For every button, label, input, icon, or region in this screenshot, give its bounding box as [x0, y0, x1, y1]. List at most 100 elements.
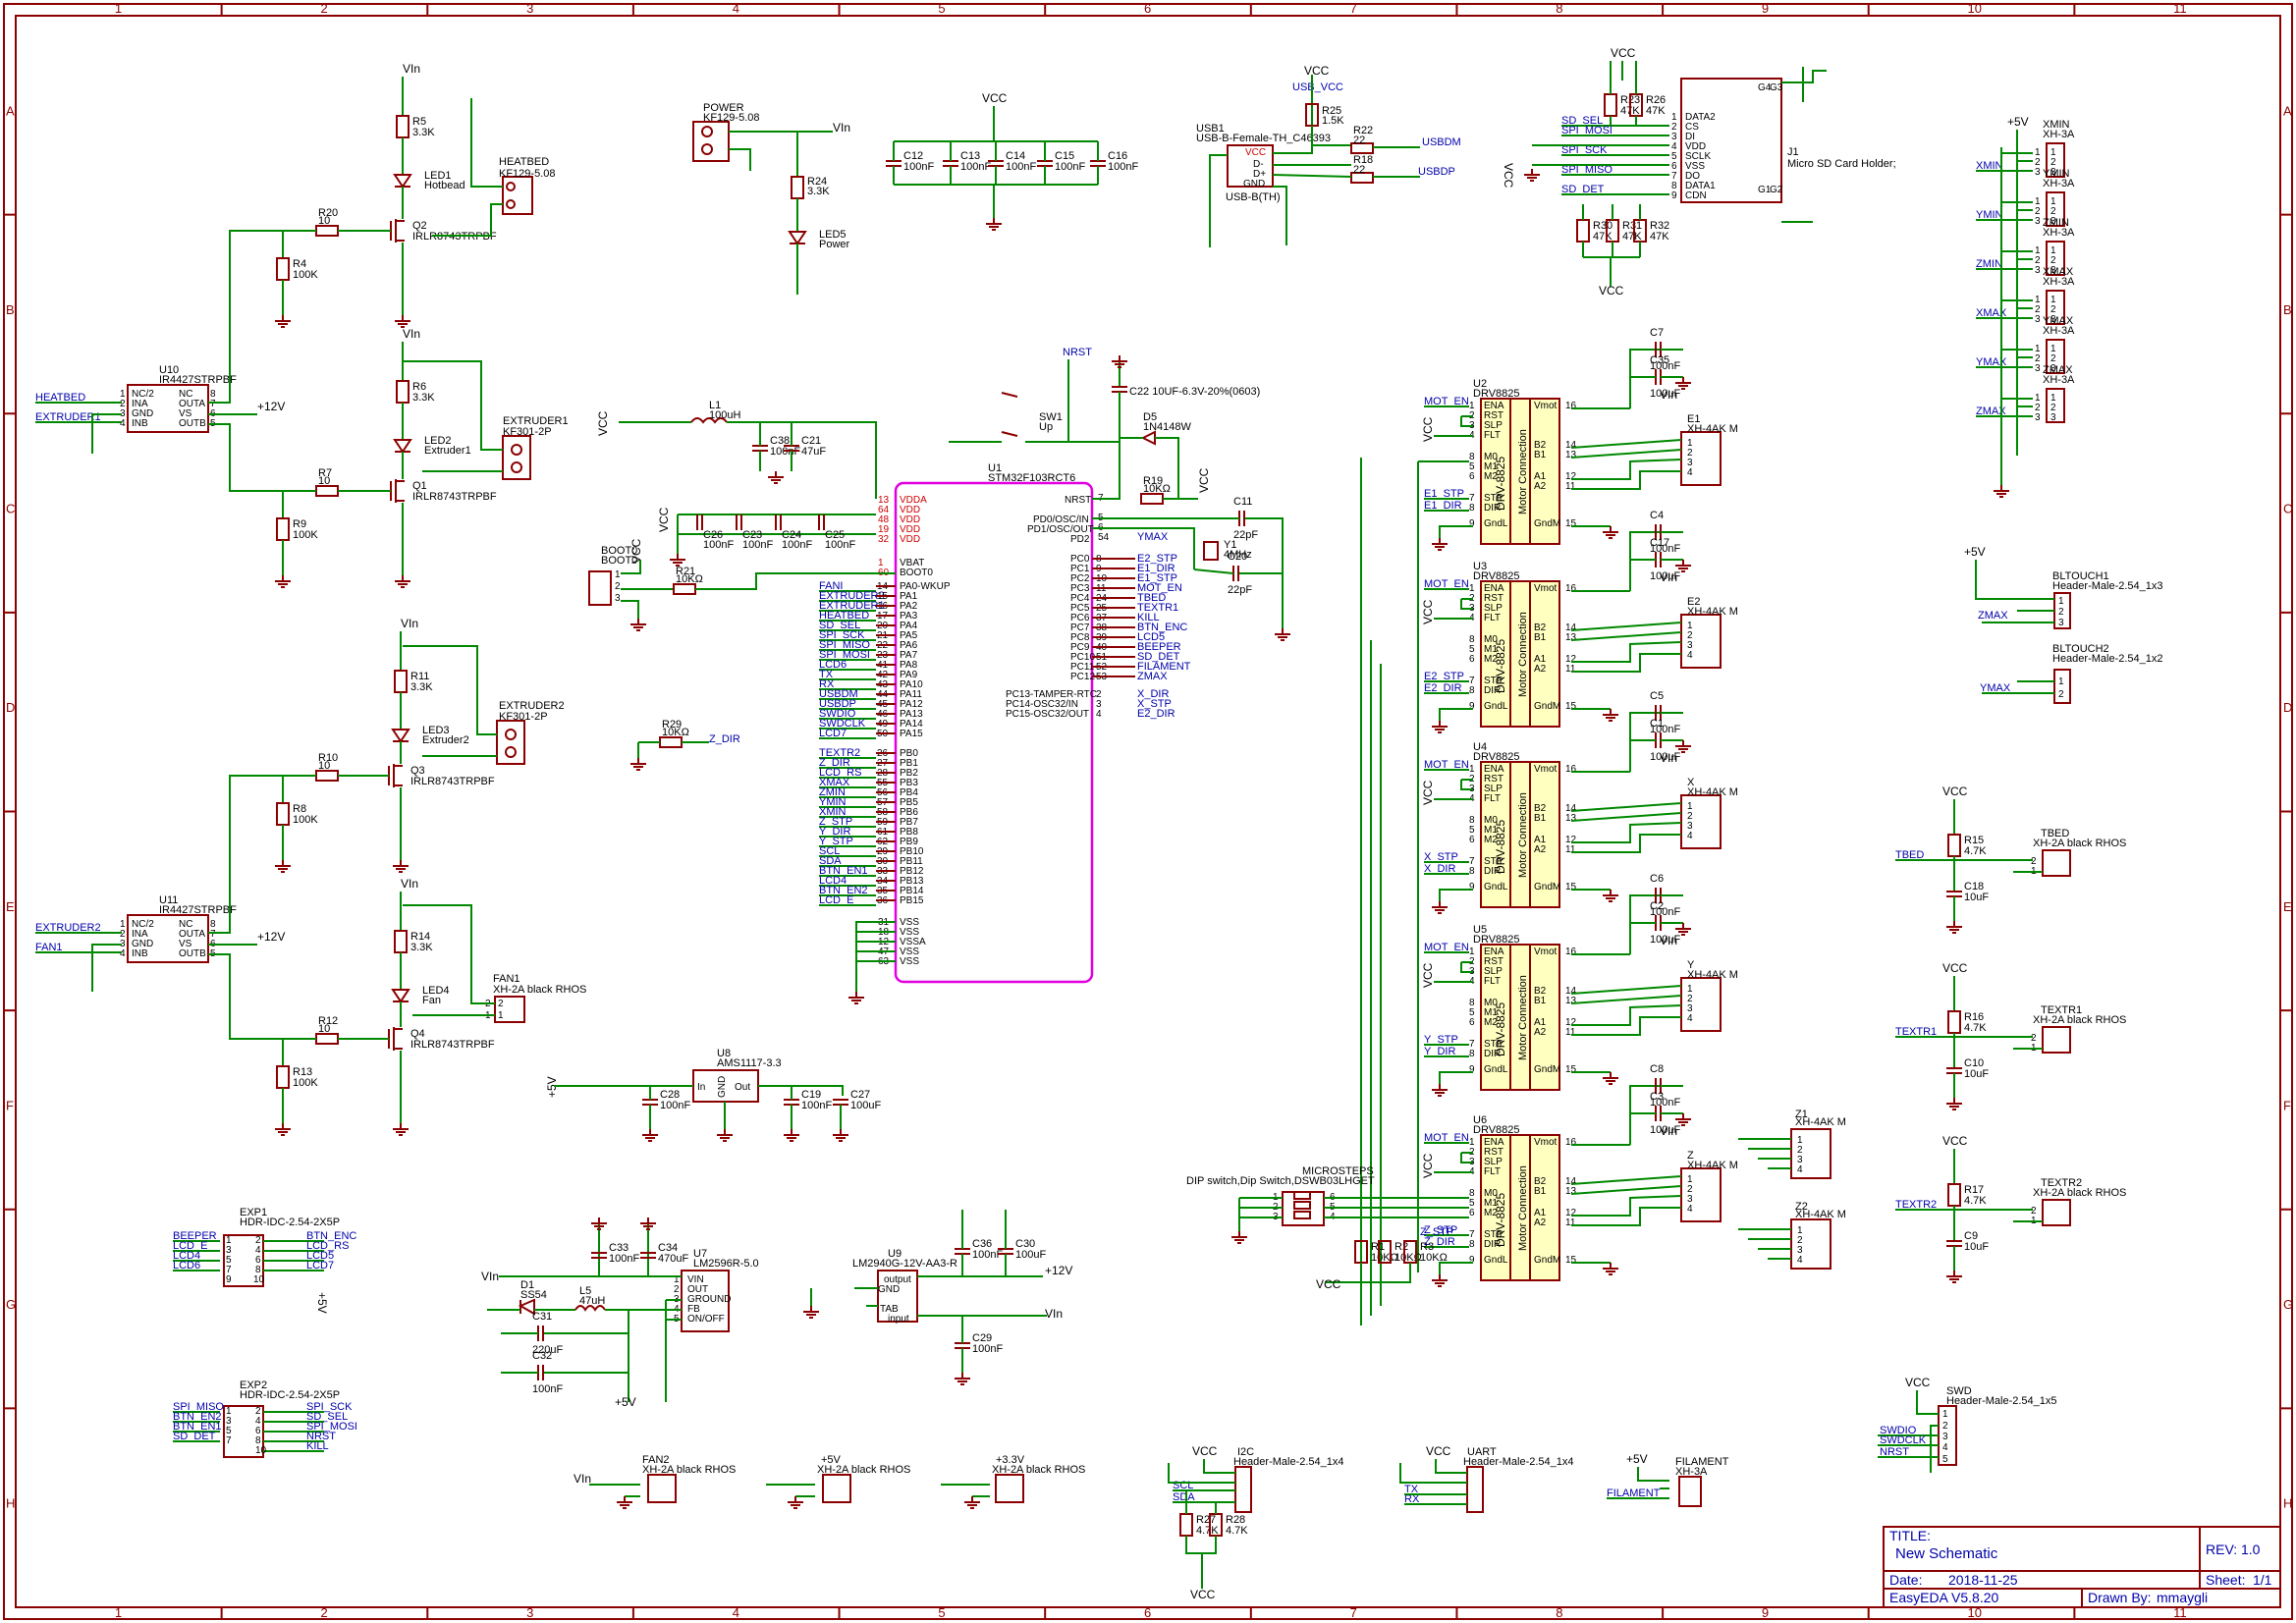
mcu-pin-name: PA0-WKUP — [900, 581, 951, 592]
extruder2-ref: EXTRUDER2 — [499, 700, 565, 712]
drawn-label: Drawn By: — [2088, 1590, 2152, 1605]
usb-vcc-net: USB_VCC — [1292, 81, 1343, 93]
led5-val: Power — [819, 239, 850, 250]
sheet-label: Sheet: — [2206, 1572, 2245, 1588]
u9-pin: TAB — [880, 1304, 899, 1315]
ic-pin-num: 4 — [120, 948, 126, 959]
date-label: Date: — [1889, 1572, 1922, 1588]
mcu-net: SD_DET — [1137, 651, 1180, 663]
sd-pin: G4 — [1758, 82, 1772, 93]
driver-pin: M2 — [1484, 471, 1498, 482]
endstop-pin: 2 — [2035, 157, 2041, 168]
mcu-pin-num: 2 — [1096, 689, 1102, 700]
sd-pin-num: 8 — [1671, 181, 1677, 191]
motor-pin: 4 — [1687, 831, 1693, 841]
led-value: Fan — [422, 995, 441, 1006]
wire — [1571, 1207, 1681, 1226]
driver-pin: FLT — [1484, 976, 1501, 987]
exp1-net-right: LCD5 — [306, 1250, 334, 1262]
driver-pin: STP — [1484, 1039, 1503, 1050]
sd-pin-num: 2 — [1671, 122, 1677, 133]
ground-symbol — [393, 860, 409, 873]
mcu-pwr-num: 1 — [878, 558, 884, 568]
inductor-l5 — [574, 1305, 606, 1312]
driver-pin: B2 — [1534, 803, 1547, 814]
grid-row-right: E — [2283, 899, 2292, 914]
driver-pin-num: 15 — [1565, 1064, 1577, 1075]
exp2-pin: 8 — [255, 1435, 261, 1446]
sd-pin: DO — [1685, 171, 1700, 182]
driver-pin-num: 8 — [1469, 1049, 1475, 1059]
driver-part: DRV8825 — [1473, 934, 1520, 946]
endstop-pin: 3 — [2035, 412, 2041, 423]
wire — [1571, 834, 1681, 853]
mcu-pin-num: 3 — [1096, 699, 1102, 710]
resistor-value: 4.7K — [1964, 1022, 1987, 1034]
driver-body-text: DRV-8825 — [1494, 1193, 1507, 1247]
driver-pin: B1 — [1534, 996, 1547, 1006]
ground-symbol — [670, 554, 685, 567]
driver-pin-num: 6 — [1469, 1208, 1475, 1218]
resistor-value: 47K — [1646, 105, 1666, 117]
driver-pin-num: 14 — [1565, 622, 1577, 633]
thermistor-part: XH-2A black RHOS — [2033, 838, 2126, 849]
mcu-net: Y_STP — [819, 836, 853, 847]
driver-pin: B1 — [1534, 450, 1547, 460]
i2c-header: I2CHeader-Male-2.54_1x4VCCSCLSDAR274.7KR… — [1168, 1444, 1344, 1601]
driver-pin-num: 8 — [1469, 998, 1475, 1008]
cap-ref: C25 — [825, 529, 845, 541]
driver-pin: ENA — [1484, 764, 1504, 775]
driver-body — [1480, 1134, 1560, 1281]
driver-pin: STP — [1484, 493, 1503, 504]
sd-pin-num: 3 — [1671, 132, 1677, 142]
thermistor-net: TEXTR1 — [1895, 1026, 1937, 1038]
cap-value: 47uF — [801, 446, 826, 458]
u8-part: AMS1117-3.3 — [717, 1057, 782, 1069]
wire — [621, 560, 641, 574]
exp2-net-right: NRST — [306, 1431, 336, 1442]
mcu-net: SCL — [819, 845, 840, 857]
mcu-net: TBED — [1137, 592, 1166, 604]
driver-pin: FLT — [1484, 1166, 1501, 1177]
bltouch2-ymax: YMAX — [1980, 682, 2011, 694]
wire — [1570, 449, 1682, 459]
thermistor-pin: 2 — [2031, 1033, 2037, 1044]
thermistor-vcc: VCC — [1942, 961, 1968, 975]
cap-value: 22pF — [1228, 584, 1252, 596]
sd-pin: VDD — [1685, 141, 1706, 152]
bltouch-zmax: ZMAX — [1978, 610, 2008, 622]
usb-part: USB-B-Female-TH_C46393 — [1196, 133, 1331, 144]
driver-pin: B2 — [1534, 622, 1547, 633]
cap-ref: C8 — [1650, 1063, 1664, 1075]
sd-net: SD_SEL — [1561, 115, 1603, 127]
grid-row-left: G — [6, 1297, 16, 1312]
u11-part: IR4427STRPBF — [159, 904, 237, 916]
driver-vin: VIn — [1660, 570, 1677, 584]
fan2-vin: VIn — [574, 1472, 591, 1486]
ic-pin: INA — [132, 929, 148, 940]
motor-pin: 3 — [1687, 640, 1693, 651]
driver-pin-num: 7 — [1469, 493, 1475, 504]
uart-tx: TX — [1404, 1484, 1419, 1495]
endstop-ref: ZMIN — [2043, 217, 2069, 229]
mcu-pwr-name: VDD — [900, 505, 920, 515]
microsteps-part: DIP switch,Dip Switch,DSWB03LHGET — [1186, 1175, 1375, 1187]
wire — [1193, 568, 1234, 574]
sd-pin-num: 1 — [1671, 112, 1677, 123]
driver-pin: M0 — [1484, 1188, 1498, 1199]
driver-pin: DIR — [1484, 1049, 1501, 1059]
mcu-vss-name: VSS — [900, 947, 919, 957]
driver-pin-num: 7 — [1469, 676, 1475, 686]
ic-pin: GND — [132, 939, 153, 949]
top-caps-vcc: VCC — [982, 91, 1008, 105]
driver-pin: A2 — [1534, 844, 1547, 855]
mcu-net: SPI_MOSI — [819, 649, 870, 661]
u9-pin: output — [884, 1274, 911, 1285]
